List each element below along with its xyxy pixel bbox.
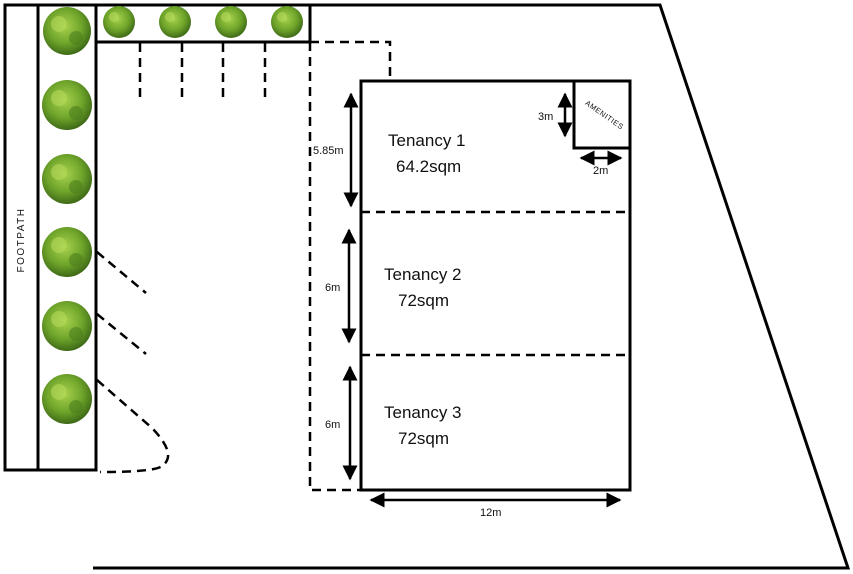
- dimension-label-tenancy-1: 5.85m: [313, 145, 344, 157]
- tree-icon: [103, 6, 135, 38]
- dimension-label-amenities-width: 2m: [593, 165, 608, 177]
- tree-icons-top: [103, 6, 303, 38]
- tree-icon: [215, 6, 247, 38]
- dimension-label-tenancy-3: 6m: [325, 419, 340, 431]
- amenities-label: AMENITIES: [583, 98, 625, 131]
- footpath-label: FOOTPATH: [16, 208, 27, 273]
- parking-lines-top: [138, 43, 267, 103]
- tree-icon: [159, 6, 191, 38]
- tree-icon: [42, 154, 92, 204]
- tree-icons-vertical: [42, 7, 92, 424]
- tenancy-2-name: Tenancy 2: [384, 265, 462, 284]
- building-outline: [359, 79, 632, 492]
- amenities-box: [572, 79, 632, 150]
- dimension-label-amenities-depth: 3m: [538, 111, 553, 123]
- tree-icon: [42, 301, 92, 351]
- tree-icon: [42, 227, 92, 277]
- site-boundary: [93, 3, 851, 570]
- tenancy-3-area: 72sqm: [398, 429, 449, 448]
- tree-icon: [43, 7, 91, 55]
- driveway-outline: [308, 40, 392, 492]
- tenancy-1-name: Tenancy 1: [388, 131, 466, 150]
- garden-strip-top: [94, 3, 312, 44]
- tree-icon: [42, 80, 92, 130]
- dimension-label-building-width: 12m: [480, 507, 501, 519]
- parking-lines-angled: [96, 251, 170, 474]
- dimension-label-tenancy-2: 6m: [325, 282, 340, 294]
- tenancy-1-area: 64.2sqm: [396, 157, 461, 176]
- tree-icon: [271, 6, 303, 38]
- garden-strip-vertical: [36, 3, 98, 472]
- tree-icon: [42, 374, 92, 424]
- tenancy-3-name: Tenancy 3: [384, 403, 462, 422]
- tenancy-2-area: 72sqm: [398, 291, 449, 310]
